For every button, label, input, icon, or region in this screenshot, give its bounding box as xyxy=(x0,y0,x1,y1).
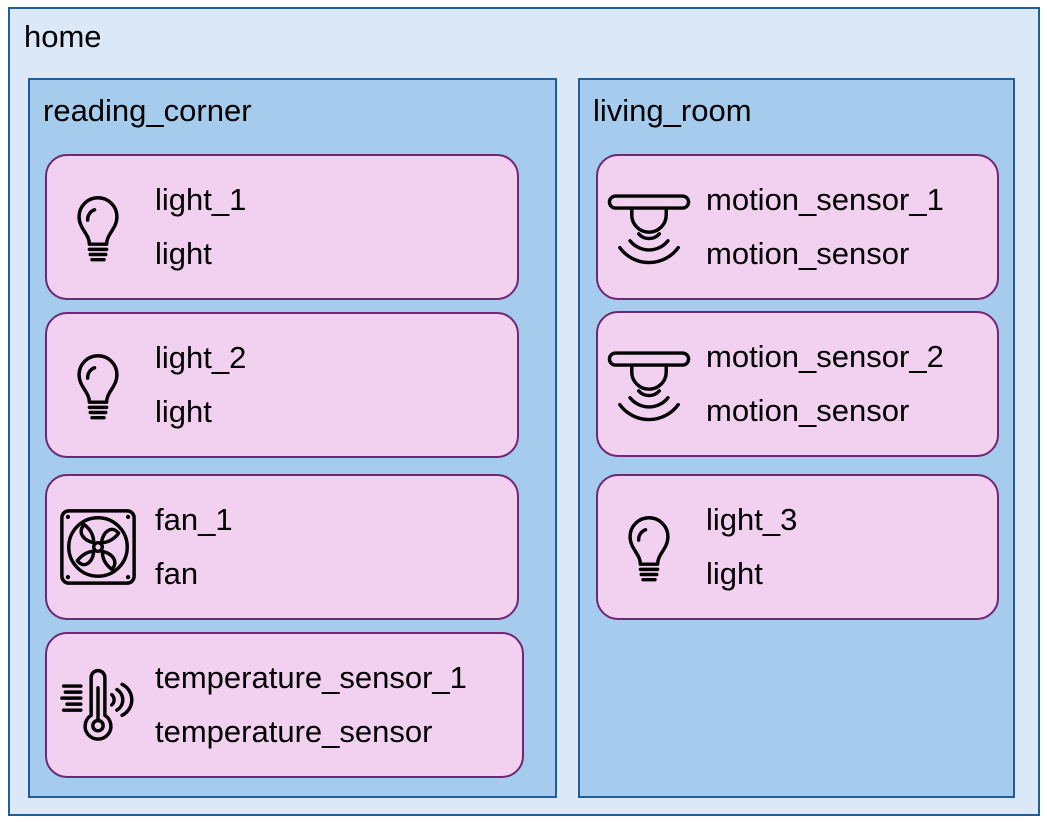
room-living-room: living_room motion_sensor_1 motion_senso… xyxy=(578,78,1015,798)
device-motion-sensor-1[interactable]: motion_sensor_1 motion_sensor xyxy=(596,154,999,300)
device-type: motion_sensor xyxy=(706,393,910,428)
device-type: fan xyxy=(155,556,199,591)
light-bulb-icon xyxy=(55,184,141,270)
room-title: living_room xyxy=(593,93,752,128)
light-bulb-icon xyxy=(55,342,141,428)
thermometer-icon xyxy=(55,662,141,748)
device-type: light xyxy=(155,236,212,271)
device-type: light xyxy=(155,394,212,429)
motion-sensor-icon xyxy=(606,341,692,427)
device-motion-sensor-2[interactable]: motion_sensor_2 motion_sensor xyxy=(596,311,999,457)
device-temperature-sensor-1[interactable]: temperature_sensor_1 temperature_sensor xyxy=(45,632,524,778)
device-type: motion_sensor xyxy=(706,236,910,271)
device-type: temperature_sensor xyxy=(155,714,433,749)
room-reading-corner: reading_corner light_1 light light_2 lig… xyxy=(28,78,557,798)
home-title: home xyxy=(24,19,102,54)
device-name: light_3 xyxy=(706,502,798,537)
device-fan-1[interactable]: fan_1 fan xyxy=(45,474,519,620)
device-name: motion_sensor_1 xyxy=(706,182,944,217)
device-light-3[interactable]: light_3 light xyxy=(596,474,999,620)
motion-sensor-icon xyxy=(606,184,692,270)
light-bulb-icon xyxy=(606,504,692,590)
fan-icon xyxy=(55,504,141,590)
room-title: reading_corner xyxy=(43,93,252,128)
device-type: light xyxy=(706,556,763,591)
device-name: light_2 xyxy=(155,340,247,375)
device-name: light_1 xyxy=(155,182,247,217)
home-container: home reading_corner light_1 light light_… xyxy=(8,7,1040,816)
device-light-1[interactable]: light_1 light xyxy=(45,154,519,300)
device-name: fan_1 xyxy=(155,502,233,537)
device-name: motion_sensor_2 xyxy=(706,339,944,374)
device-light-2[interactable]: light_2 light xyxy=(45,312,519,458)
device-name: temperature_sensor_1 xyxy=(155,660,467,695)
